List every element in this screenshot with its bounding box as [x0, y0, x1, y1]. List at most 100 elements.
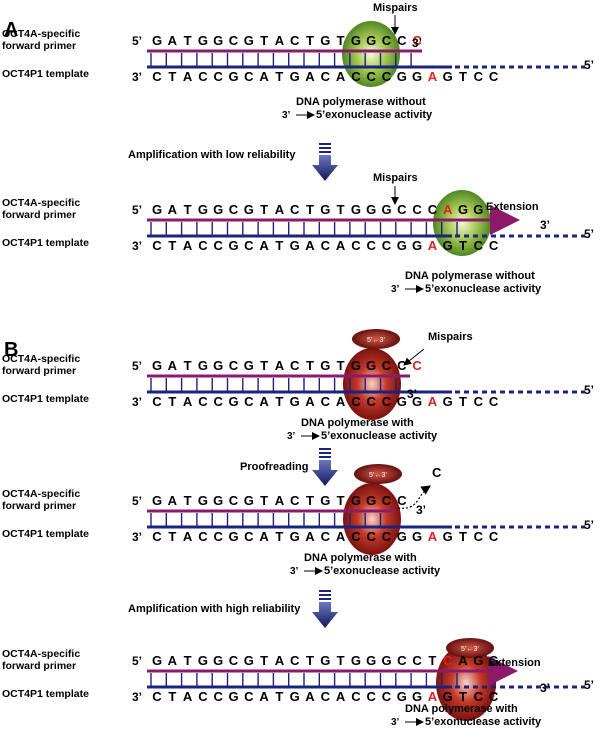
base-pair-rungs	[150, 378, 397, 391]
removed-base-path	[397, 485, 431, 509]
template-sequence-base: C	[382, 238, 392, 253]
down-arrow-icon	[312, 460, 338, 486]
primer-3prime: 3’	[407, 387, 417, 401]
primer-sequence-base: T	[337, 493, 345, 508]
template-sequence-base: A	[259, 238, 269, 253]
primer-sequence-base: G	[489, 653, 499, 668]
template-sequence-base: G	[228, 238, 238, 253]
template-sequence-base: C	[382, 529, 392, 544]
primer-5prime: 5’	[132, 494, 142, 508]
template-sequence-base: C	[321, 689, 331, 704]
template-sequence-base: C	[367, 238, 377, 253]
template-sequence-base: C	[152, 69, 162, 84]
enzyme-label-line2: 5’exonuclease activity	[316, 109, 433, 121]
enzyme-3prime-label: 3’	[391, 284, 400, 295]
primer-sequence-base: G	[351, 653, 361, 668]
primer-sequence-base: A	[275, 358, 285, 373]
enzyme-label-line2: 5’exonuclease activity	[324, 565, 441, 577]
transition-label-low: Amplification with low reliability	[128, 149, 296, 161]
enzyme-label-line1: DNA polymerase with	[304, 552, 417, 564]
template-sequence-base: A	[183, 394, 193, 409]
template-sequence-base: C	[474, 529, 484, 544]
primer-sequence-base: G	[473, 653, 483, 668]
transition-arrow-b1	[312, 448, 338, 486]
template-sequence-base: A	[336, 394, 346, 409]
template-sequence-base: T	[168, 394, 176, 409]
primer-3prime: 3’	[412, 36, 422, 50]
exonuclease-cap-b3: 5’←3’	[446, 638, 494, 658]
primer-sequence-base: G	[320, 202, 330, 217]
template-sequence-base: A	[305, 394, 315, 409]
panel-a-letter: A	[4, 19, 18, 41]
enzyme-3prime-label: 3’	[391, 717, 400, 728]
template-sequence-base: C	[474, 394, 484, 409]
enzyme-label-line2: 5’exonuclease activity	[321, 430, 438, 442]
template-sequence-base: T	[275, 689, 283, 704]
primer-sequence-base: G	[213, 493, 223, 508]
template-sequence-base: C	[214, 689, 224, 704]
template-sequence-base: G	[412, 394, 422, 409]
template-label: OCT4P1 template	[2, 528, 89, 540]
primer-sequence-base: G	[198, 493, 208, 508]
template-sequence-base: C	[321, 529, 331, 544]
exonuclease-cap-b1: 5’←3’	[352, 329, 400, 349]
primer-sequence-base: A	[168, 653, 178, 668]
template-sequence-base: A	[428, 529, 438, 544]
primer-sequence-base: G	[320, 493, 330, 508]
template-sequence-base: G	[290, 238, 300, 253]
exonuclease-cap-icon	[446, 638, 494, 658]
transition-arrow-b2	[312, 590, 338, 628]
template-sequence-base: G	[412, 529, 422, 544]
base-pair-rungs	[150, 53, 412, 66]
template-sequence-base: A	[259, 394, 269, 409]
primer-sequence-base: G	[213, 202, 223, 217]
template-sequence-base: C	[214, 394, 224, 409]
cap-arrow-glyph: 5’←3’	[369, 472, 387, 479]
template-sequence-base: C	[367, 394, 377, 409]
primer-sequence-base: G	[198, 33, 208, 48]
template-sequence-base: T	[168, 238, 176, 253]
template-sequence-base: G	[443, 394, 453, 409]
primer-sequence-base: G	[320, 33, 330, 48]
primer-sequence-base: A	[168, 358, 178, 373]
mispairs-pointer	[403, 348, 425, 366]
primer-sequence-base: T	[337, 653, 345, 668]
primer-sequence-base: C	[412, 653, 422, 668]
template-sequence-base: A	[336, 69, 346, 84]
template-sequence-base: T	[168, 529, 176, 544]
arrow-stripe	[319, 594, 331, 596]
down-arrow-icon	[312, 155, 338, 181]
template-sequence-base: T	[168, 689, 176, 704]
arrow-stripe	[319, 143, 331, 145]
template-3prime: 3’	[132, 530, 142, 544]
template-sequence-base: T	[459, 689, 467, 704]
template-sequence-base: A	[428, 238, 438, 253]
primer-sequence-base: G	[366, 358, 376, 373]
primer-sequence-base: T	[184, 358, 192, 373]
polymerase-red-icon	[343, 483, 401, 555]
enzyme-3prime-label: 3’	[287, 431, 296, 442]
template-sequence-base: C	[351, 529, 361, 544]
primer-sequence-base: G	[213, 653, 223, 668]
template-sequence-base: G	[443, 238, 453, 253]
template-5prime: 5’	[584, 58, 594, 72]
base-pair-rungs	[150, 222, 458, 235]
primer-sequence-base: G	[381, 653, 391, 668]
primer-sequence-base: T	[428, 653, 436, 668]
arrow-stripe	[319, 456, 331, 458]
primer-label-line2: forward primer	[2, 40, 76, 52]
template-3prime: 3’	[132, 70, 142, 84]
primer-sequence-base: G	[152, 358, 162, 373]
base-pair-rungs	[150, 673, 458, 686]
primer-sequence-base: G	[351, 358, 361, 373]
primer-sequence-base: T	[337, 358, 345, 373]
primer-sequence-base: C	[397, 653, 407, 668]
primer-label-line1: OCT4A-specific	[2, 488, 80, 500]
primer-sequence-base: T	[306, 33, 314, 48]
polymerase-green-icon	[433, 190, 491, 256]
template-sequence-base: A	[305, 529, 315, 544]
template-sequence-base: A	[305, 69, 315, 84]
